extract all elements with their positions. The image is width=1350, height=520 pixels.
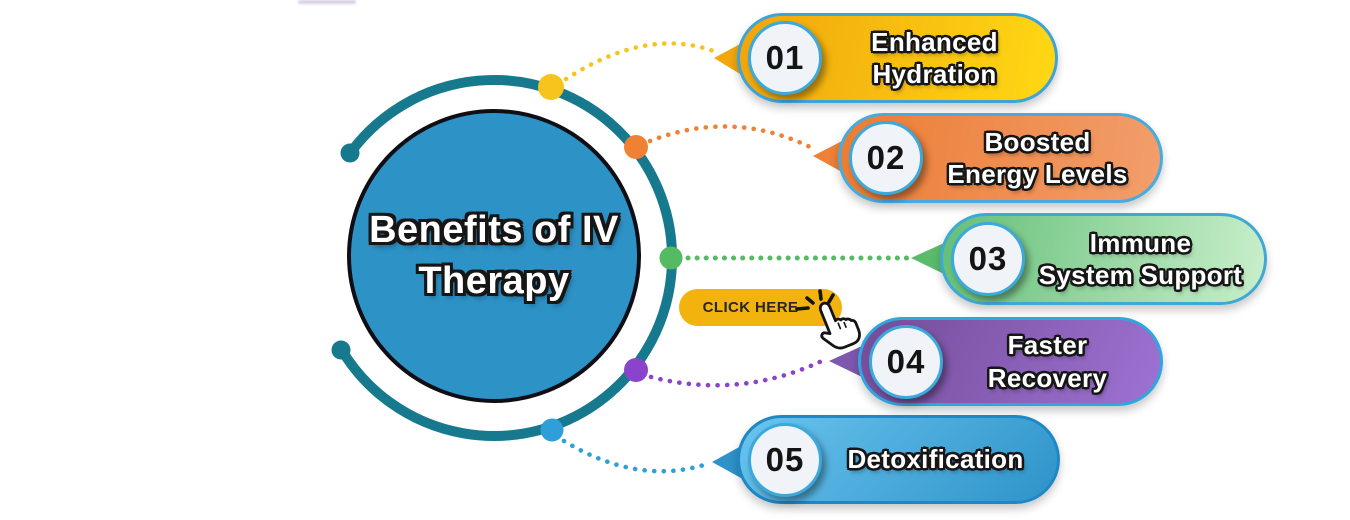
node-dot-2 [624,135,648,159]
benefit-label-2: Boosted Energy Levels [923,126,1160,191]
benefit-label-2-line2: Energy Levels [947,159,1128,189]
leader-line-5 [561,438,713,474]
arrow-tab-1 [714,44,740,74]
arc-end-dot-bottom [331,340,351,360]
arrow-tab-4 [829,346,862,377]
benefit-number-4: 04 [869,324,943,399]
leader-line-2 [647,124,819,153]
benefit-number-3: 03 [951,222,1025,296]
benefit-label-4: Faster Recovery [943,329,1160,394]
arrow-tab-5 [712,446,741,478]
hand-click-cursor-icon [795,289,861,350]
benefit-pill-4[interactable]: 04 Faster Recovery [858,317,1163,406]
leader-line-4 [648,356,829,388]
benefit-label-2-line1: Boosted [984,126,1091,157]
benefit-number-2: 02 [849,121,923,195]
benefit-label-1: Enhanced Hydration [822,26,1055,91]
node-dot-3 [659,246,683,270]
click-here-button[interactable]: CLICK HERE [679,289,842,326]
benefit-label-5: Detoxification [822,443,1057,476]
hub-title-line2: Therapy [418,260,570,302]
benefit-label-5-line1: Detoxification [847,444,1024,475]
benefit-label-3-line1: Immune [1089,227,1192,258]
benefit-label-3: Immune System Support [1025,227,1264,292]
node-dot-4 [624,358,648,382]
arc-end-dot-top [340,143,360,163]
leader-line-1 [563,41,719,82]
benefit-pill-3[interactable]: 03 Immune System Support [940,213,1267,305]
benefit-label-3-line2: System Support [1038,260,1243,290]
arrow-tab-3 [911,243,944,274]
benefit-label-1-line1: Enhanced [871,26,998,57]
benefit-label-4-line1: Faster Recovery [987,330,1108,393]
arrow-tab-2 [813,141,842,172]
click-here-label: CLICK HERE [702,299,799,316]
benefit-pill-5[interactable]: 05 Detoxification [737,415,1060,504]
benefit-label-1-line2: Hydration [872,59,997,89]
cropped-top-artifact [298,0,356,4]
hub-circle: Benefits of IV Therapy [347,109,641,403]
benefit-pill-1[interactable]: 01 Enhanced Hydration [737,13,1058,103]
node-dot-5 [540,418,564,442]
hub-title-line1: Benefits of IV [369,208,619,251]
benefit-number-5: 05 [748,422,822,497]
benefit-number-1: 01 [748,21,822,95]
benefit-pill-2[interactable]: 02 Boosted Energy Levels [838,113,1163,203]
node-dot-1 [538,74,564,100]
